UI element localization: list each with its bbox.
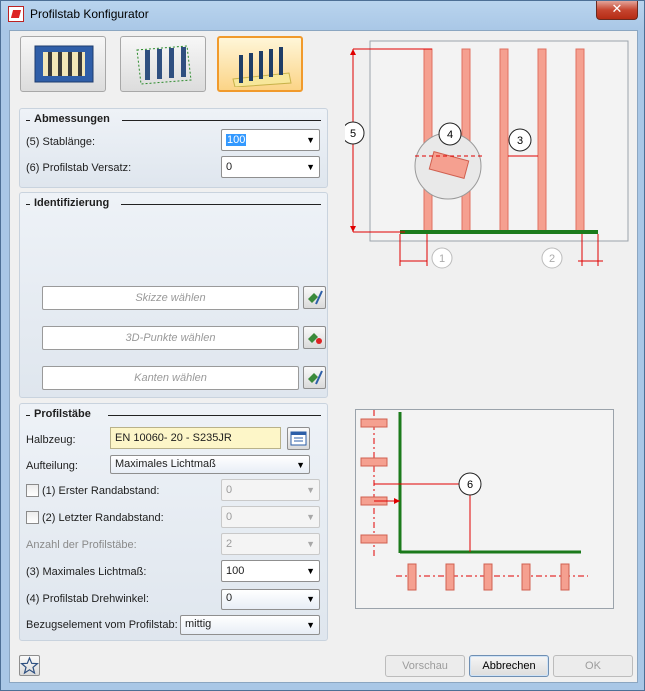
kanten-input[interactable]: Kanten wählen [42,366,299,390]
letzter-label: (2) Letzter Randabstand: [42,512,164,524]
dim-label-5: 5 [350,128,356,140]
bezug-combo[interactable]: mittig ▼ [180,615,320,635]
bezug-value: mittig [185,618,212,630]
punkte-pick-button[interactable] [303,326,326,349]
identifizierung-title: Identifizierung [34,197,110,209]
identifizierung-panel: Identifizierung Skizze wählen 3D-Punkte … [19,192,328,398]
punkte-input[interactable]: 3D-Punkte wählen [42,326,299,350]
anzahl-label: Anzahl der Profilstäbe: [26,539,137,551]
dim-label-4: 4 [447,129,453,141]
bar-profile-icon [232,47,292,87]
halbzeug-field[interactable]: EN 10060- 20 - S235JR [110,427,281,449]
chevron-down-icon: ▼ [306,594,315,604]
frame-profile-icon [34,45,94,83]
pick-edges-icon [308,370,323,385]
star-icon [19,656,40,675]
halbzeug-catalog-button[interactable] [287,427,310,450]
chevron-down-icon: ▼ [306,539,315,549]
aufteilung-label: Aufteilung: [26,460,78,472]
tab-bar-profile[interactable] [217,36,303,92]
identifizierung-header: Identifizierung [26,197,321,211]
offset-diagram: 6 [360,410,588,591]
anzahl-combo[interactable]: 2 ▼ [221,533,320,555]
lichtmass-value: 100 [226,565,245,577]
window-title: Profilstab Konfigurator [30,7,149,21]
lichtmass-combo[interactable]: 100 ▼ [221,560,320,582]
stablaenge-label: (5) Stablänge: [26,136,96,148]
chevron-down-icon: ▼ [306,512,315,522]
chevron-down-icon: ▼ [306,566,315,576]
drehwinkel-combo[interactable]: 0 ▼ [221,589,320,610]
ok-button[interactable]: OK [553,655,633,677]
abmessungen-panel: Abmessungen (5) Stablänge: 100 ▼ (6) Pro… [19,108,328,188]
dim-label-6: 6 [467,479,473,491]
diagram-frame [369,40,629,242]
chevron-down-icon: ▼ [306,162,315,172]
skizze-input[interactable]: Skizze wählen [42,286,299,310]
dim-label-3: 3 [517,135,523,147]
abbrechen-button[interactable]: Abbrechen [469,655,549,677]
profile-bar [499,48,509,233]
dialog-client: Abmessungen (5) Stablänge: 100 ▼ (6) Pro… [9,30,638,683]
profile-bar [575,48,585,233]
kanten-pick-button[interactable] [303,366,326,389]
top-diagram: 5 4 3 1 2 [341,36,635,276]
profilstaebe-header: Profilstäbe [26,408,321,422]
letzter-randabstand-checkbox[interactable] [26,511,39,524]
profilstaebe-title: Profilstäbe [34,408,91,420]
aufteilung-value: Maximales Lichtmaß [115,458,216,470]
abmessungen-header: Abmessungen [26,113,321,127]
chevron-down-icon: ▼ [306,485,315,495]
tab-frame-profile[interactable] [20,36,106,92]
chevron-down-icon: ▼ [306,135,315,145]
profile-bar [537,48,547,233]
stablaenge-combo[interactable]: 100 ▼ [221,129,320,151]
letzter-combo[interactable]: 0 ▼ [221,506,320,528]
skizze-pick-button[interactable] [303,286,326,309]
bar-layout-diagram: 5 4 3 1 2 [341,40,629,269]
pick-sketch-icon [308,290,323,305]
erster-combo[interactable]: 0 ▼ [221,479,320,501]
profilstaebe-panel: Profilstäbe Halbzeug: EN 10060- 20 - S23… [19,403,328,641]
stablaenge-value: 100 [226,134,247,146]
aufteilung-combo[interactable]: Maximales Lichtmaß ▼ [110,455,310,474]
drehwinkel-value: 0 [226,592,233,604]
vorschau-button[interactable]: Vorschau [385,655,465,677]
chevron-down-icon: ▼ [306,620,315,630]
versatz-label: (6) Profilstab Versatz: [26,162,132,174]
catalog-icon [290,431,307,446]
tab-panel-profile[interactable] [120,36,206,92]
anzahl-value: 2 [226,538,233,550]
versatz-combo[interactable]: 0 ▼ [221,156,320,178]
app-logo-icon [8,6,24,22]
letzter-value: 0 [226,511,233,523]
dim-label-2: 2 [549,253,555,265]
erster-randabstand-checkbox[interactable] [26,484,39,497]
pick-points-icon [308,333,322,344]
bezug-label: Bezugselement vom Profilstab: [26,619,178,631]
lichtmass-label: (3) Maximales Lichtmaß: [26,566,147,578]
favorites-button[interactable] [19,655,40,676]
bottom-diagram: 6 [355,409,614,609]
versatz-value: 0 [226,161,233,173]
close-button[interactable]: ✕ [596,1,638,20]
abmessungen-title: Abmessungen [34,113,110,125]
erster-value: 0 [226,484,233,496]
dim-label-1: 1 [439,253,445,265]
chevron-down-icon: ▼ [296,460,305,470]
erster-label: (1) Erster Randabstand: [42,485,160,497]
drehwinkel-label: (4) Profilstab Drehwinkel: [26,593,149,605]
title-bar: Profilstab Konfigurator ✕ [1,1,644,27]
panel-profile-icon [136,45,192,85]
halbzeug-label: Halbzeug: [26,434,76,446]
